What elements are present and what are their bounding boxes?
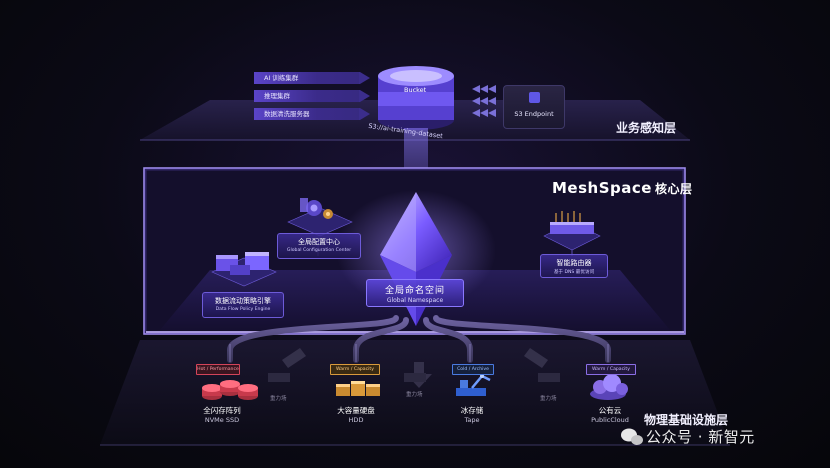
business-layer-title: 业务感知层 xyxy=(616,121,677,135)
storage-cloud-cn: 公有云 xyxy=(598,406,622,415)
tape-storage-icon xyxy=(456,374,491,396)
global-namespace-en: Global Namespace xyxy=(386,297,444,304)
core-layer-suffix: 核心层 xyxy=(654,182,693,196)
storage-hdd-cn: 大容量硬盘 xyxy=(337,406,375,415)
pipe-links xyxy=(229,344,609,362)
wechat-icon xyxy=(621,428,643,445)
tier-badge-hot: Hot / Performance xyxy=(196,364,240,375)
policy-engine-icon xyxy=(211,252,277,287)
storage-hdd-en: HDD xyxy=(348,416,364,424)
bucket-icon xyxy=(378,66,454,130)
global-namespace-cn: 全局命名空间 xyxy=(384,286,445,296)
workload-data-cleaning: 数据清洗服务器 xyxy=(254,108,359,120)
ssd-array-icon xyxy=(202,380,258,400)
endpoint-chevrons xyxy=(472,85,496,117)
storage-hdd: 大容量硬盘 HDD xyxy=(330,405,382,424)
storage-ssd: 全闪存阵列 NVMe SSD xyxy=(196,405,248,424)
infra-layer-slab xyxy=(100,340,730,445)
global-namespace-card: 全局命名空间 Global Namespace xyxy=(366,279,464,307)
config-center-icon xyxy=(287,198,353,237)
policy-engine-en: Data Flow Policy Engine xyxy=(215,307,271,312)
tier-badge-warm-cloud: Warm / Capacity xyxy=(586,364,636,375)
bucket-label: Bucket xyxy=(404,86,427,94)
storage-public-cloud: 公有云 PublicCloud xyxy=(584,405,636,424)
gravity-label-2: 重力场 xyxy=(406,392,423,398)
s3-endpoint-box: S3 Endpoint xyxy=(503,85,565,129)
tier-badge-warm-hdd: Warm / Capacity xyxy=(330,364,380,375)
infra-layer-title: 物理基础设施层 xyxy=(644,413,729,427)
workload-inference: 推理集群 xyxy=(254,90,359,102)
storage-tape: 冰存储 Tape xyxy=(448,405,496,424)
storage-ssd-cn: 全闪存阵列 xyxy=(203,406,241,415)
storage-cloud-en: PublicCloud xyxy=(591,416,629,424)
router-cn: 智能路由器 xyxy=(556,259,592,267)
s3-endpoint-icon xyxy=(529,92,540,103)
policy-engine-card: 数据流动策略引擎 Data Flow Policy Engine xyxy=(202,292,284,318)
storage-ssd-en: NVMe SSD xyxy=(204,416,240,424)
watermark-text: 公众号 · 新智元 xyxy=(646,428,755,446)
workload-ai-training: AI 训练集群 xyxy=(254,72,359,84)
config-center-card: 全局配置中心 Global Configuration Center xyxy=(277,233,361,259)
tier-badge-cold: Cold / Archive xyxy=(452,364,494,375)
config-center-cn: 全局配置中心 xyxy=(298,238,340,246)
config-center-en: Global Configuration Center xyxy=(286,248,352,253)
router-icon xyxy=(543,211,601,251)
policy-engine-cn: 数据流动策略引擎 xyxy=(215,297,271,305)
gravity-label-1: 重力场 xyxy=(270,396,287,402)
hdd-icon xyxy=(336,381,380,396)
core-layer-brand: MeshSpace xyxy=(552,179,652,197)
storage-tape-en: Tape xyxy=(464,416,480,424)
router-en: 基于 DNS 最优访问 xyxy=(553,270,595,275)
router-card: 智能路由器 基于 DNS 最优访问 xyxy=(540,254,608,278)
storage-tape-cn: 冰存储 xyxy=(460,406,484,415)
gravity-label-3: 重力场 xyxy=(540,396,557,402)
s3-endpoint-label: S3 Endpoint xyxy=(514,110,554,118)
public-cloud-icon xyxy=(590,374,628,400)
